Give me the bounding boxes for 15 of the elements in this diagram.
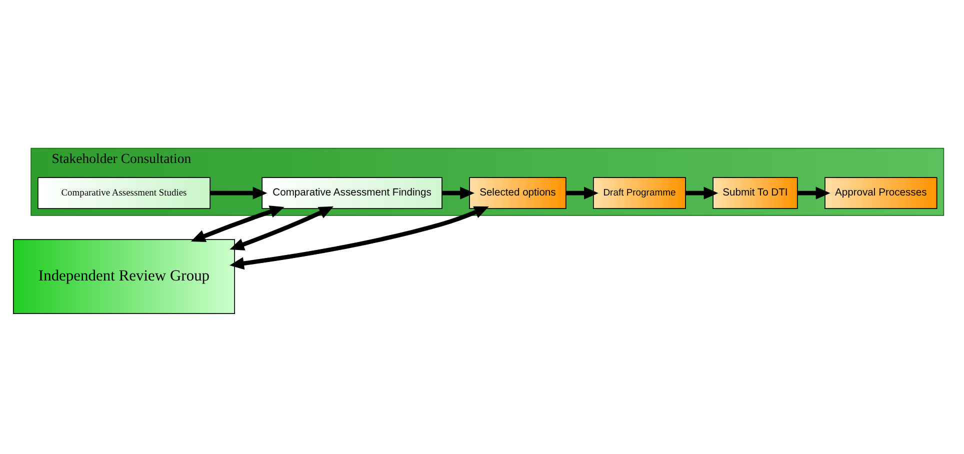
arrow bbox=[442, 186, 475, 199]
node-box: Submit To DTI bbox=[712, 176, 798, 208]
node-box: Draft Programme bbox=[593, 176, 686, 208]
arrow bbox=[798, 186, 830, 199]
arrow bbox=[230, 206, 334, 250]
arrow bbox=[190, 205, 284, 242]
node-box: Selected options bbox=[469, 176, 566, 208]
node-box: Independent Review Group bbox=[12, 238, 236, 314]
node-box: Comparative Assessment Studies bbox=[38, 176, 210, 208]
arrow bbox=[566, 186, 598, 199]
arrow bbox=[210, 186, 268, 199]
node-box: Approval Processes bbox=[824, 176, 938, 208]
arrow bbox=[686, 186, 718, 199]
arrow bbox=[230, 206, 489, 270]
node-box: Comparative Assessment Findings bbox=[262, 176, 442, 208]
